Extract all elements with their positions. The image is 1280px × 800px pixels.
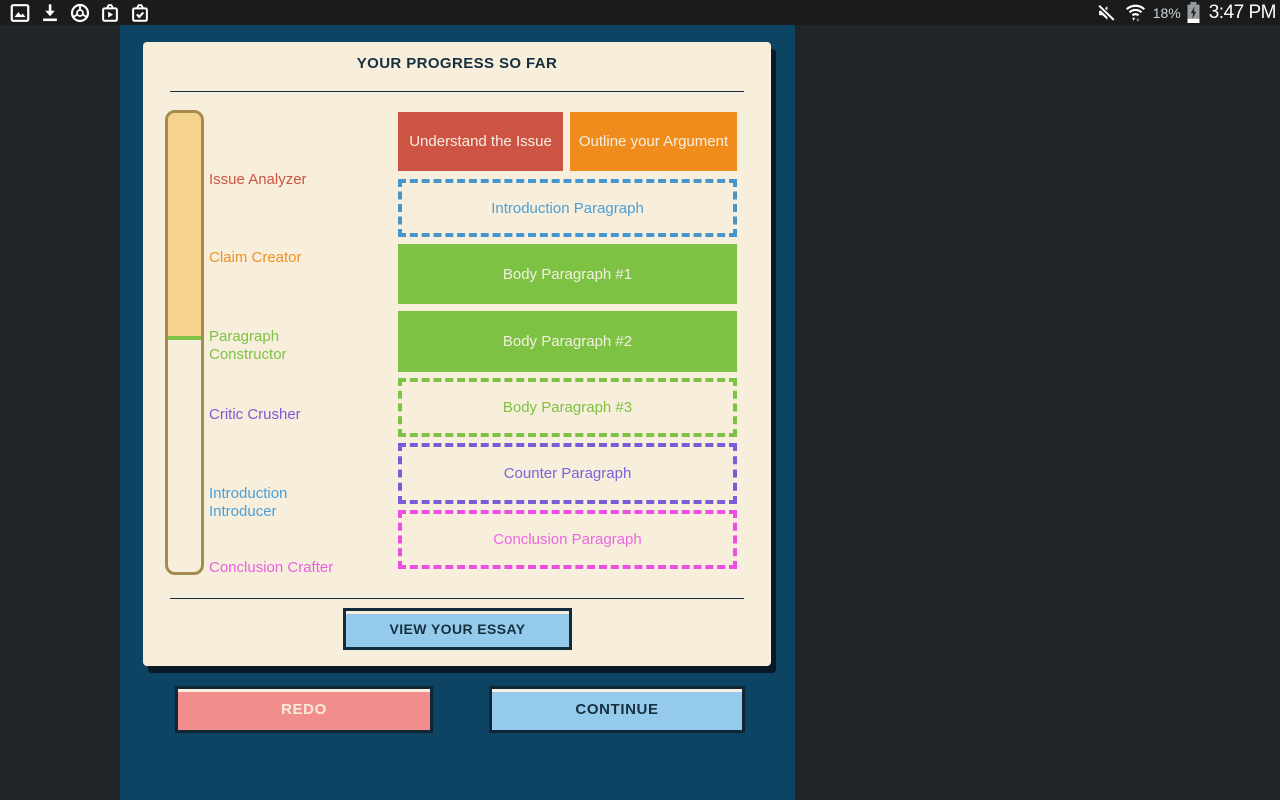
continue-button[interactable]: CONTINUE <box>489 686 745 733</box>
stage-label-paragraph-constructor: Paragraph Constructor <box>209 328 287 363</box>
clock: 3:47 PM <box>1208 1 1277 23</box>
stage-label-conclusion-crafter: Conclusion Crafter <box>209 559 334 576</box>
essay-box-introduction-paragraph: Introduction Paragraph <box>398 179 737 237</box>
stage-label-claim-creator: Claim Creator <box>209 249 302 266</box>
stage-label-critic-crusher: Critic Crusher <box>209 406 301 423</box>
stage-label-issue-analyzer: Issue Analyzer <box>209 171 307 188</box>
gallery-icon <box>8 1 31 24</box>
redo-button[interactable]: REDO <box>175 686 433 733</box>
system-status-icons: 18% 3:47 PM <box>1095 0 1277 25</box>
view-essay-button[interactable]: VIEW YOUR ESSAY <box>343 608 572 650</box>
battery-percent: 18% <box>1152 4 1181 21</box>
battery-charging-icon <box>1187 1 1201 24</box>
chrome-icon <box>68 1 91 24</box>
divider-top <box>170 91 744 92</box>
page-title: YOUR PROGRESS SO FAR <box>356 55 558 72</box>
wifi-icon <box>1124 1 1147 24</box>
notification-icons <box>8 0 151 25</box>
app-panel: YOUR PROGRESS SO FAR Issue Analyzer Clai… <box>120 25 795 800</box>
status-bar: 18% 3:47 PM <box>0 0 1280 25</box>
progress-meter <box>165 110 204 575</box>
stage-label-introduction-introducer: Introduction Introducer <box>209 485 288 520</box>
essay-box-body-paragraph-3: Body Paragraph #3 <box>398 378 737 437</box>
bag-check-icon <box>128 1 151 24</box>
progress-meter-fill <box>168 113 201 336</box>
download-icon <box>38 1 61 24</box>
essay-box-outline-argument: Outline your Argument <box>570 112 737 171</box>
progress-meter-marker <box>168 336 201 340</box>
play-store-icon <box>98 1 121 24</box>
divider-bottom <box>170 598 744 599</box>
volume-muted-icon <box>1095 1 1118 24</box>
essay-box-body-paragraph-1: Body Paragraph #1 <box>398 244 737 304</box>
progress-card: YOUR PROGRESS SO FAR Issue Analyzer Clai… <box>143 42 771 666</box>
essay-box-conclusion-paragraph: Conclusion Paragraph <box>398 510 737 569</box>
essay-box-understand-issue: Understand the Issue <box>398 112 563 171</box>
essay-box-body-paragraph-2: Body Paragraph #2 <box>398 311 737 372</box>
essay-box-counter-paragraph: Counter Paragraph <box>398 443 737 504</box>
